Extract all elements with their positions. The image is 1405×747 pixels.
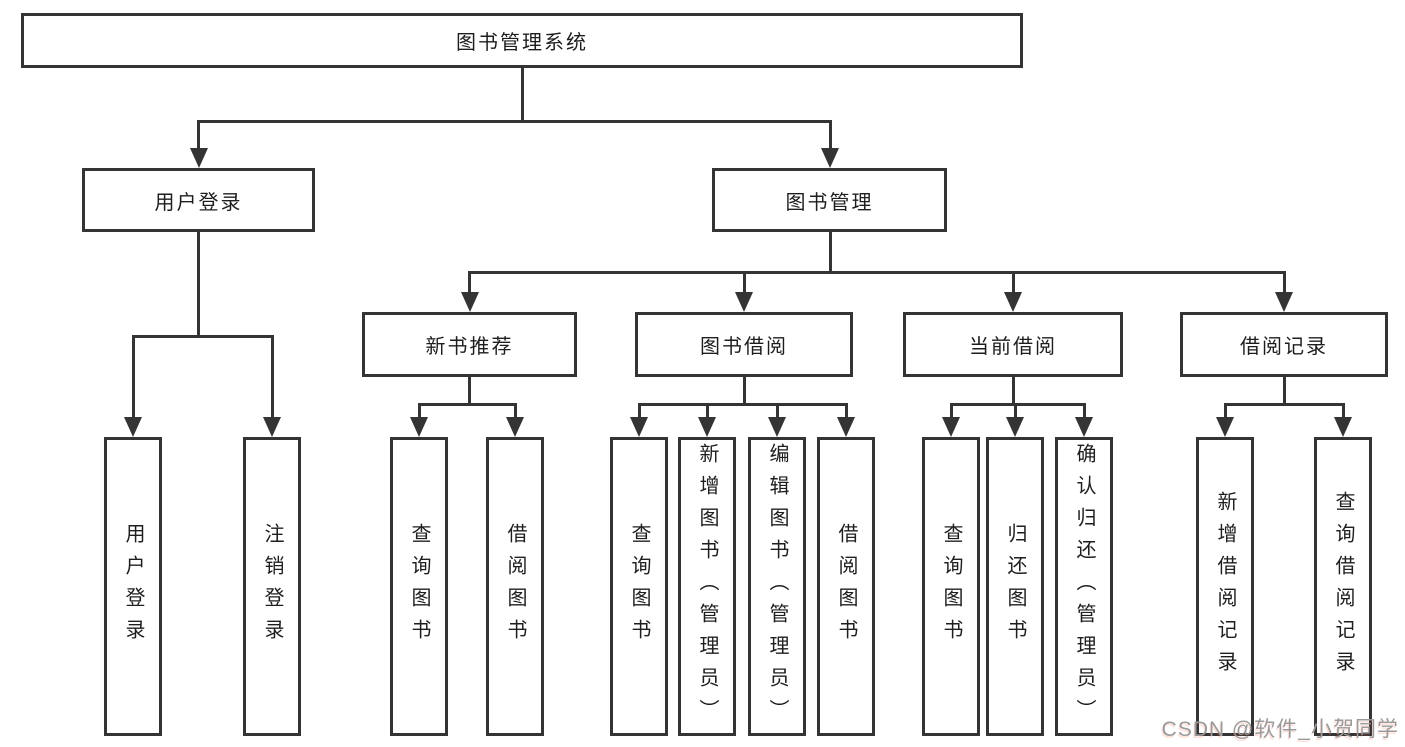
node-label: 新书推荐 xyxy=(425,336,514,358)
node-borrowing-records: 借阅记录 xyxy=(1180,312,1388,377)
leaf-records-query-borrow-record: 查询借阅记录 xyxy=(1314,437,1372,736)
edge-arrow-line xyxy=(417,403,421,419)
node-label: 用户登录 xyxy=(154,191,243,214)
edge-hline xyxy=(197,120,832,123)
edge-hline xyxy=(637,403,848,406)
leaf-current-confirm-return-admin: 确认归还（管理员） xyxy=(1055,437,1113,736)
node-label: 编辑图书（管理员） xyxy=(766,442,788,731)
edge-arrow-line xyxy=(1082,403,1086,419)
edge-arrow-line xyxy=(1013,403,1017,419)
edge-hline xyxy=(1223,403,1345,406)
node-label: 借阅记录 xyxy=(1240,336,1328,358)
edge-hline xyxy=(417,403,517,406)
down-arrowhead-icon xyxy=(506,417,524,437)
down-arrowhead-icon xyxy=(124,417,142,437)
node-label: 查询图书 xyxy=(408,522,430,651)
edge-arrow-line xyxy=(775,403,779,419)
node-label: 归还图书 xyxy=(1004,522,1026,651)
leaf-newbook-query-books: 查询图书 xyxy=(390,437,448,736)
edge-vline xyxy=(742,377,746,406)
node-user-login: 用户登录 xyxy=(82,168,315,232)
down-arrowhead-icon xyxy=(410,417,428,437)
edge-arrow-line xyxy=(1282,271,1286,294)
edge-hline xyxy=(468,271,1286,274)
node-label: 查询图书 xyxy=(628,522,650,651)
leaf-borrowing-query-books: 查询图书 xyxy=(610,437,668,736)
leaf-records-add-borrow-record: 新增借阅记录 xyxy=(1196,437,1254,736)
node-book-management: 图书管理 xyxy=(712,168,947,232)
leaf-borrowing-add-books-admin: 新增图书（管理员） xyxy=(678,437,736,736)
node-library-management-system: 图书管理系统 xyxy=(21,13,1023,68)
down-arrowhead-icon xyxy=(630,417,648,437)
node-current-borrowing: 当前借阅 xyxy=(903,312,1123,377)
edge-arrow-line xyxy=(270,335,274,419)
down-arrowhead-icon xyxy=(942,417,960,437)
node-label: 查询借阅记录 xyxy=(1332,490,1354,683)
leaf-current-return-books: 归还图书 xyxy=(986,437,1044,736)
node-label: 新增借阅记录 xyxy=(1214,490,1236,683)
csdn-watermark: CSDN @软件_小贺同学 xyxy=(1161,718,1399,741)
down-arrowhead-icon xyxy=(460,292,479,312)
node-label: 用户登录 xyxy=(122,522,144,651)
node-label: 新增图书（管理员） xyxy=(696,442,718,731)
leaf-newbook-borrow-books: 借阅图书 xyxy=(486,437,544,736)
down-arrowhead-icon xyxy=(698,417,716,437)
edge-arrow-line xyxy=(705,403,709,419)
node-label: 借阅图书 xyxy=(504,522,526,651)
edge-arrow-line xyxy=(468,271,471,294)
edge-arrow-line xyxy=(1223,403,1227,419)
edge-arrow-line xyxy=(1011,271,1015,294)
leaf-logout: 注销登录 xyxy=(243,437,301,736)
down-arrowhead-icon xyxy=(837,417,855,437)
edge-arrow-line xyxy=(637,403,641,419)
down-arrowhead-icon xyxy=(1075,417,1093,437)
down-arrowhead-icon xyxy=(735,292,753,312)
down-arrowhead-icon xyxy=(1006,417,1024,437)
down-arrowhead-icon xyxy=(1275,292,1293,312)
node-label: 图书借阅 xyxy=(700,336,788,358)
edge-arrow-line xyxy=(513,403,517,419)
node-label: 确认归还（管理员） xyxy=(1073,442,1095,731)
edge-arrow-line xyxy=(844,403,848,419)
node-label: 图书管理 xyxy=(785,191,874,214)
node-label: 当前借阅 xyxy=(969,336,1057,358)
node-book-borrowing: 图书借阅 xyxy=(635,312,853,377)
down-arrowhead-icon xyxy=(821,148,839,168)
down-arrowhead-icon xyxy=(263,417,281,437)
edge-arrow-line xyxy=(742,271,746,294)
edge-hline xyxy=(131,335,274,338)
leaf-current-query-books: 查询图书 xyxy=(922,437,980,736)
edge-arrow-line xyxy=(828,120,832,150)
down-arrowhead-icon xyxy=(1216,417,1234,437)
edge-arrow-line xyxy=(197,120,200,150)
edge-vline xyxy=(468,377,471,406)
down-arrowhead-icon xyxy=(1334,417,1352,437)
node-label: 注销登录 xyxy=(261,522,283,651)
edge-arrow-line xyxy=(1341,403,1345,419)
edge-vline xyxy=(1282,377,1286,406)
leaf-borrowing-edit-books-admin: 编辑图书（管理员） xyxy=(748,437,806,736)
node-new-book-recommend: 新书推荐 xyxy=(362,312,577,377)
edge-arrow-line xyxy=(949,403,953,419)
edge-vline xyxy=(1011,377,1015,406)
node-label: 借阅图书 xyxy=(835,522,857,651)
edge-arrow-line xyxy=(131,335,135,419)
down-arrowhead-icon xyxy=(768,417,786,437)
leaf-borrowing-borrow-books: 借阅图书 xyxy=(817,437,875,736)
down-arrowhead-icon xyxy=(189,148,208,168)
edge-vline xyxy=(197,232,200,338)
down-arrowhead-icon xyxy=(1004,292,1022,312)
edge-hline xyxy=(949,403,1086,406)
edge-vline xyxy=(828,232,832,274)
edge-vline xyxy=(520,67,524,123)
leaf-user-login: 用户登录 xyxy=(104,437,162,736)
node-label: 图书管理系统 xyxy=(456,32,588,54)
node-label: 查询图书 xyxy=(940,522,962,651)
